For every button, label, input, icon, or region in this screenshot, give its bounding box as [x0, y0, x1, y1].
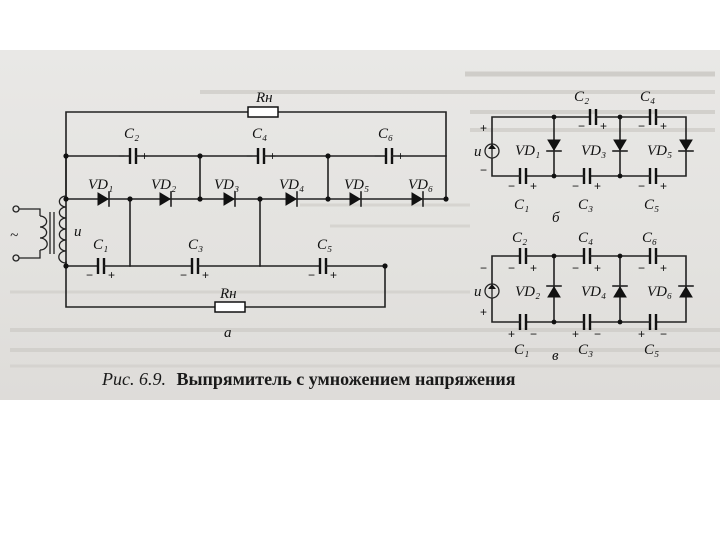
- circuit-v: C₂ C₄ C₆ − + − + − + u − + VD₂ VD₄ VD₆ +…: [474, 230, 694, 364]
- label-vd4-a: VD₄: [279, 177, 304, 193]
- figure-caption: Рис. 6.9. Выпрямитель с умножением напря…: [101, 369, 516, 389]
- svg-text:C₃: C₃: [578, 342, 593, 358]
- svg-text:VD₂: VD₂: [515, 284, 540, 300]
- label-u-a: u: [74, 224, 82, 240]
- svg-text:C₆: C₆: [642, 230, 657, 246]
- svg-text:VD₃: VD₃: [581, 143, 606, 159]
- svg-text:+: +: [660, 261, 667, 275]
- label-c6-a: C₆: [378, 126, 393, 142]
- label-vd6-a: VD₆: [408, 177, 433, 193]
- page-bleed-through: [10, 71, 720, 368]
- svg-text:−: −: [508, 179, 515, 193]
- svg-text:−: −: [572, 261, 579, 275]
- svg-text:−: −: [594, 327, 601, 341]
- svg-text:+: +: [600, 119, 607, 133]
- svg-text:u: u: [474, 144, 482, 160]
- load-resistor-top: [247, 106, 279, 118]
- diode-chain-a: [97, 191, 424, 207]
- svg-text:VD₅: VD₅: [647, 143, 672, 159]
- svg-text:+: +: [594, 261, 601, 275]
- svg-text:−: −: [374, 149, 381, 163]
- svg-text:C₄: C₄: [578, 230, 593, 246]
- svg-text:C₃: C₃: [578, 197, 593, 213]
- svg-text:+: +: [108, 268, 115, 282]
- svg-text:−: −: [246, 149, 253, 163]
- svg-text:+: +: [508, 327, 515, 341]
- svg-text:+: +: [660, 119, 667, 133]
- svg-text:C₅: C₅: [644, 342, 659, 358]
- svg-text:−: −: [308, 268, 315, 282]
- label-tilde: ~: [10, 228, 18, 244]
- svg-text:−: −: [572, 179, 579, 193]
- label-rn-bottom: Rн: [219, 286, 237, 302]
- svg-text:C₁: C₁: [514, 342, 529, 358]
- svg-text:u: u: [474, 284, 482, 300]
- label-vd1-a: VD₁: [88, 177, 113, 193]
- svg-text:−: −: [578, 119, 585, 133]
- svg-text:+: +: [572, 327, 579, 341]
- svg-text:+: +: [269, 149, 276, 163]
- svg-text:VD₄: VD₄: [581, 284, 606, 300]
- svg-text:−: −: [480, 261, 487, 275]
- svg-text:C₄: C₄: [640, 89, 655, 105]
- svg-text:C₁: C₁: [514, 197, 529, 213]
- svg-text:−: −: [638, 179, 645, 193]
- label-c5-a: C₅: [317, 237, 332, 253]
- label-c1-a: C₁: [93, 237, 108, 253]
- svg-text:+: +: [530, 261, 537, 275]
- svg-text:+: +: [141, 149, 148, 163]
- svg-text:+: +: [397, 149, 404, 163]
- label-sub-a: а: [224, 325, 232, 341]
- svg-text:C₅: C₅: [644, 197, 659, 213]
- svg-text:+: +: [480, 121, 487, 135]
- label-vd5-a: VD₅: [344, 177, 369, 193]
- svg-text:−: −: [180, 268, 187, 282]
- label-sub-b: б: [552, 210, 560, 226]
- label-vd3-a: VD₃: [214, 177, 239, 193]
- caption-prefix: Рис. 6.9.: [101, 369, 166, 389]
- svg-text:−: −: [660, 327, 667, 341]
- label-c2-a: C₂: [124, 126, 139, 142]
- svg-text:−: −: [508, 261, 515, 275]
- label-rn-top: Rн: [255, 90, 273, 106]
- caption-text: Выпрямитель с умножением напряжения: [176, 369, 515, 389]
- svg-text:−: −: [118, 149, 125, 163]
- svg-text:+: +: [480, 305, 487, 319]
- svg-text:−: −: [638, 261, 645, 275]
- svg-text:−: −: [480, 163, 487, 177]
- svg-text:+: +: [330, 268, 337, 282]
- circuit-a: Rн Rн ~ u C₂ C₄ C₆ − + − + − + VD₁ VD₂ V…: [10, 90, 449, 341]
- svg-text:+: +: [202, 268, 209, 282]
- svg-text:+: +: [638, 327, 645, 341]
- svg-text:+: +: [594, 179, 601, 193]
- svg-text:VD₁: VD₁: [515, 143, 540, 159]
- circuit-b: C₂ C₄ − + − + u + − VD₁ VD₃ VD₅ − + − + …: [474, 89, 694, 226]
- svg-text:−: −: [86, 268, 93, 282]
- svg-text:+: +: [660, 179, 667, 193]
- svg-text:+: +: [530, 179, 537, 193]
- svg-text:−: −: [530, 327, 537, 341]
- transformer: [12, 195, 67, 264]
- label-c4-a: C₄: [252, 126, 267, 142]
- svg-text:−: −: [638, 119, 645, 133]
- label-vd2-a: VD₂: [151, 177, 176, 193]
- svg-text:C₂: C₂: [512, 230, 527, 246]
- load-resistor-bottom: [214, 301, 246, 313]
- label-sub-v: в: [552, 348, 559, 364]
- label-c3-a: C₃: [188, 237, 203, 253]
- svg-text:VD₆: VD₆: [647, 284, 672, 300]
- svg-text:C₂: C₂: [574, 89, 589, 105]
